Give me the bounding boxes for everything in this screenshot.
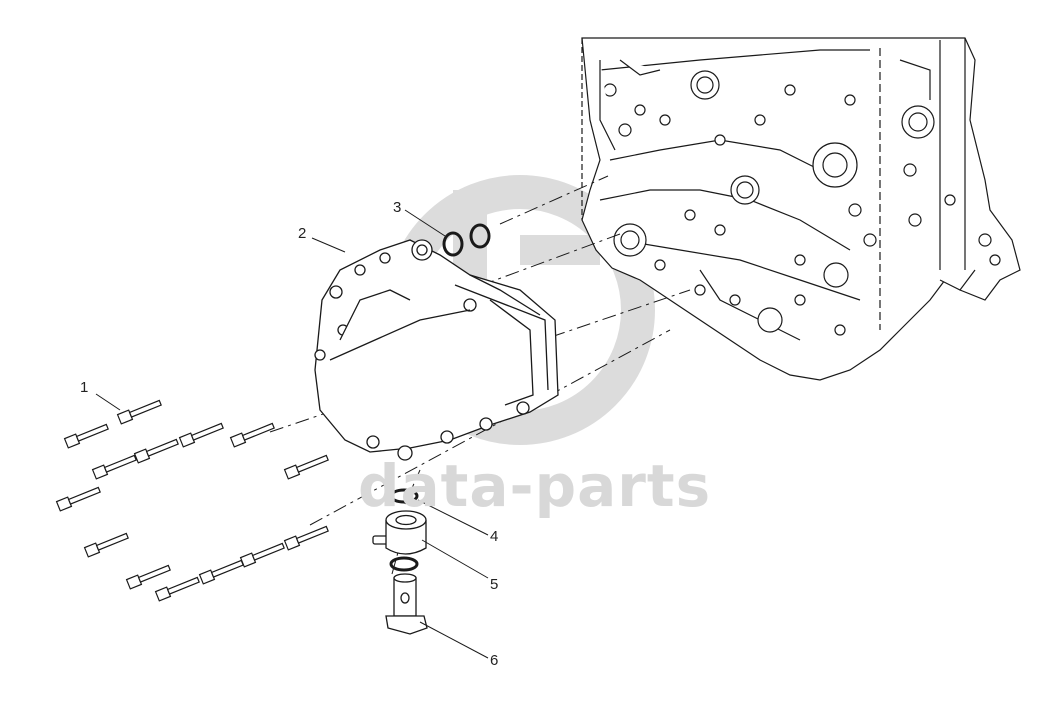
engine-block — [581, 37, 1021, 381]
o-rings-part-3 — [442, 223, 491, 257]
callout-1: 1 — [80, 379, 89, 396]
callout-6: 6 — [490, 652, 499, 669]
oil-cooler-housing-part-2 — [314, 239, 559, 461]
banjo-fitting-part-5 — [372, 510, 427, 555]
bolts-part-1 — [55, 399, 329, 602]
seal-ring-lower — [389, 556, 419, 572]
banjo-bolt-part-6 — [385, 573, 428, 635]
callout-2: 2 — [298, 225, 307, 242]
seal-ring-part-4 — [389, 488, 419, 504]
callout-5: 5 — [490, 576, 499, 593]
watermark-text: data-parts — [358, 452, 712, 520]
callout-3: 3 — [393, 199, 402, 216]
callout-4: 4 — [490, 528, 499, 545]
leader-lines — [95, 209, 489, 659]
